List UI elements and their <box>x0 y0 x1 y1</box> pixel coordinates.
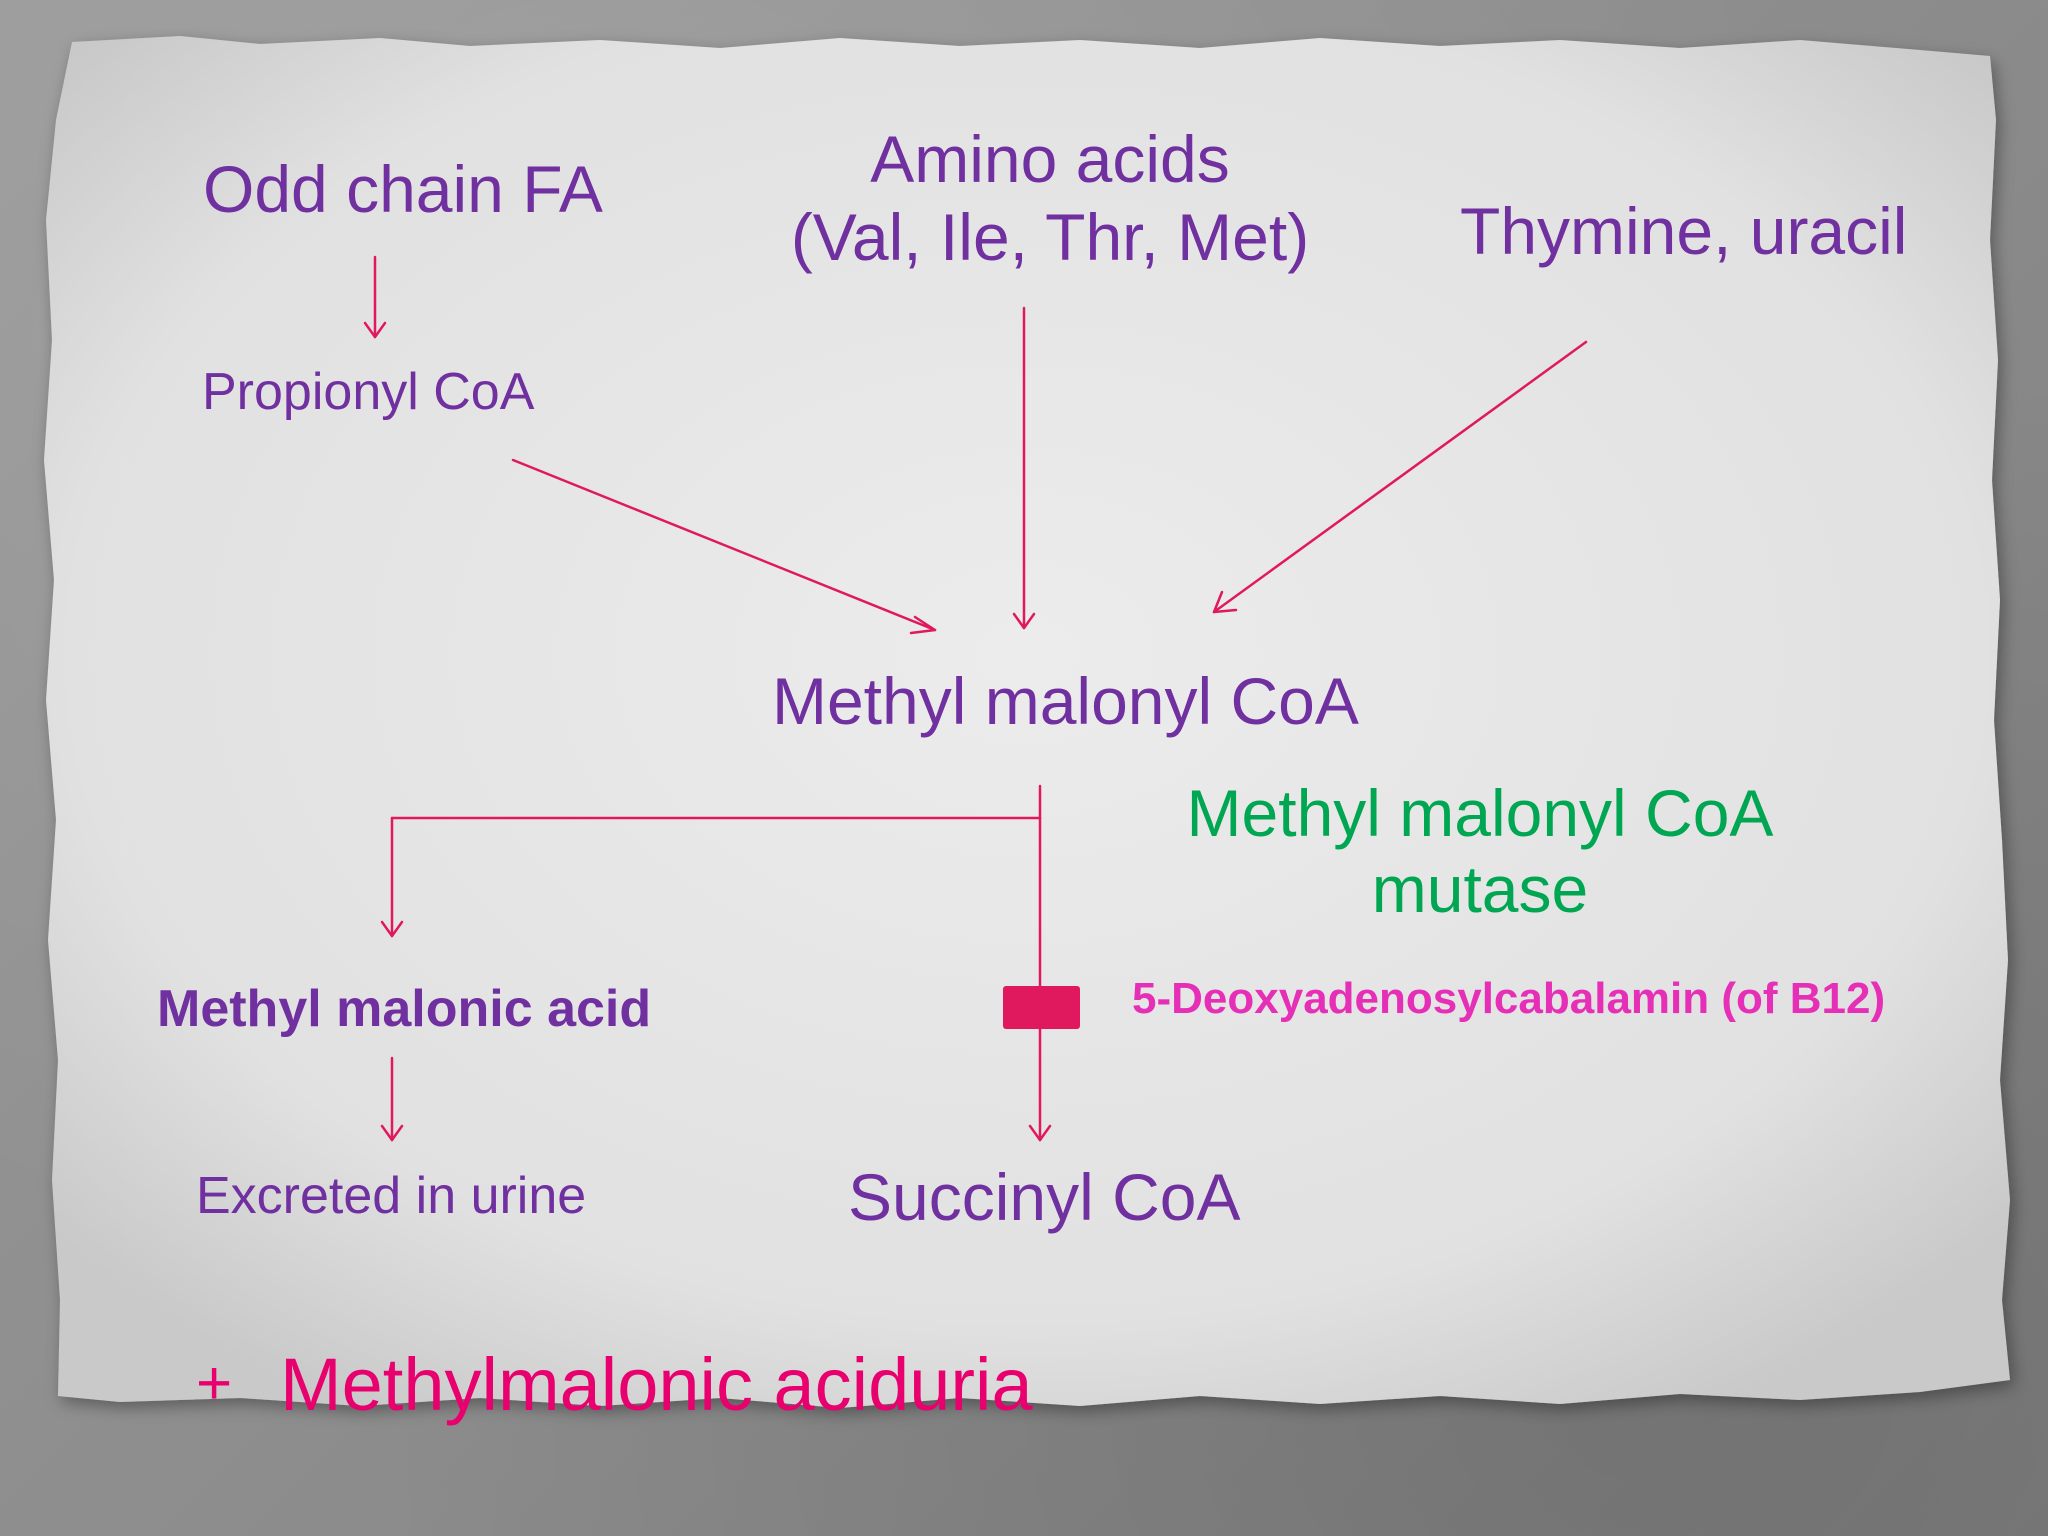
amino-acids-line2: (Val, Ile, Thr, Met) <box>790 199 1310 274</box>
cofactor-label: 5-Deoxyadenosylcabalamin (of B12) <box>1132 974 1886 1023</box>
node-methyl-malonyl-coa: Methyl malonyl CoA <box>772 664 1359 738</box>
node-excreted-in-urine: Excreted in urine <box>196 1167 587 1225</box>
node-methyl-malonic-acid: Methyl malonic acid <box>157 980 652 1038</box>
node-amino-acids: Amino acids (Val, Ile, Thr, Met) <box>730 122 1370 276</box>
node-propionyl-coa: Propionyl CoA <box>202 363 535 421</box>
node-thymine-uracil: Thymine, uracil <box>1460 194 1908 268</box>
enzyme-line1: Methyl malonyl CoA <box>1186 776 1774 850</box>
node-odd-chain-fa: Odd chain FA <box>203 152 603 226</box>
amino-acids-line1: Amino acids <box>870 122 1230 196</box>
enzyme-label: Methyl malonyl CoA mutase <box>1140 776 1820 928</box>
condition-methylmalonic-aciduria: Methylmalonic aciduria <box>280 1343 1033 1426</box>
enzyme-line2: mutase <box>1371 851 1589 926</box>
plus-sign: + <box>196 1349 233 1418</box>
node-succinyl-coa: Succinyl CoA <box>848 1160 1241 1234</box>
